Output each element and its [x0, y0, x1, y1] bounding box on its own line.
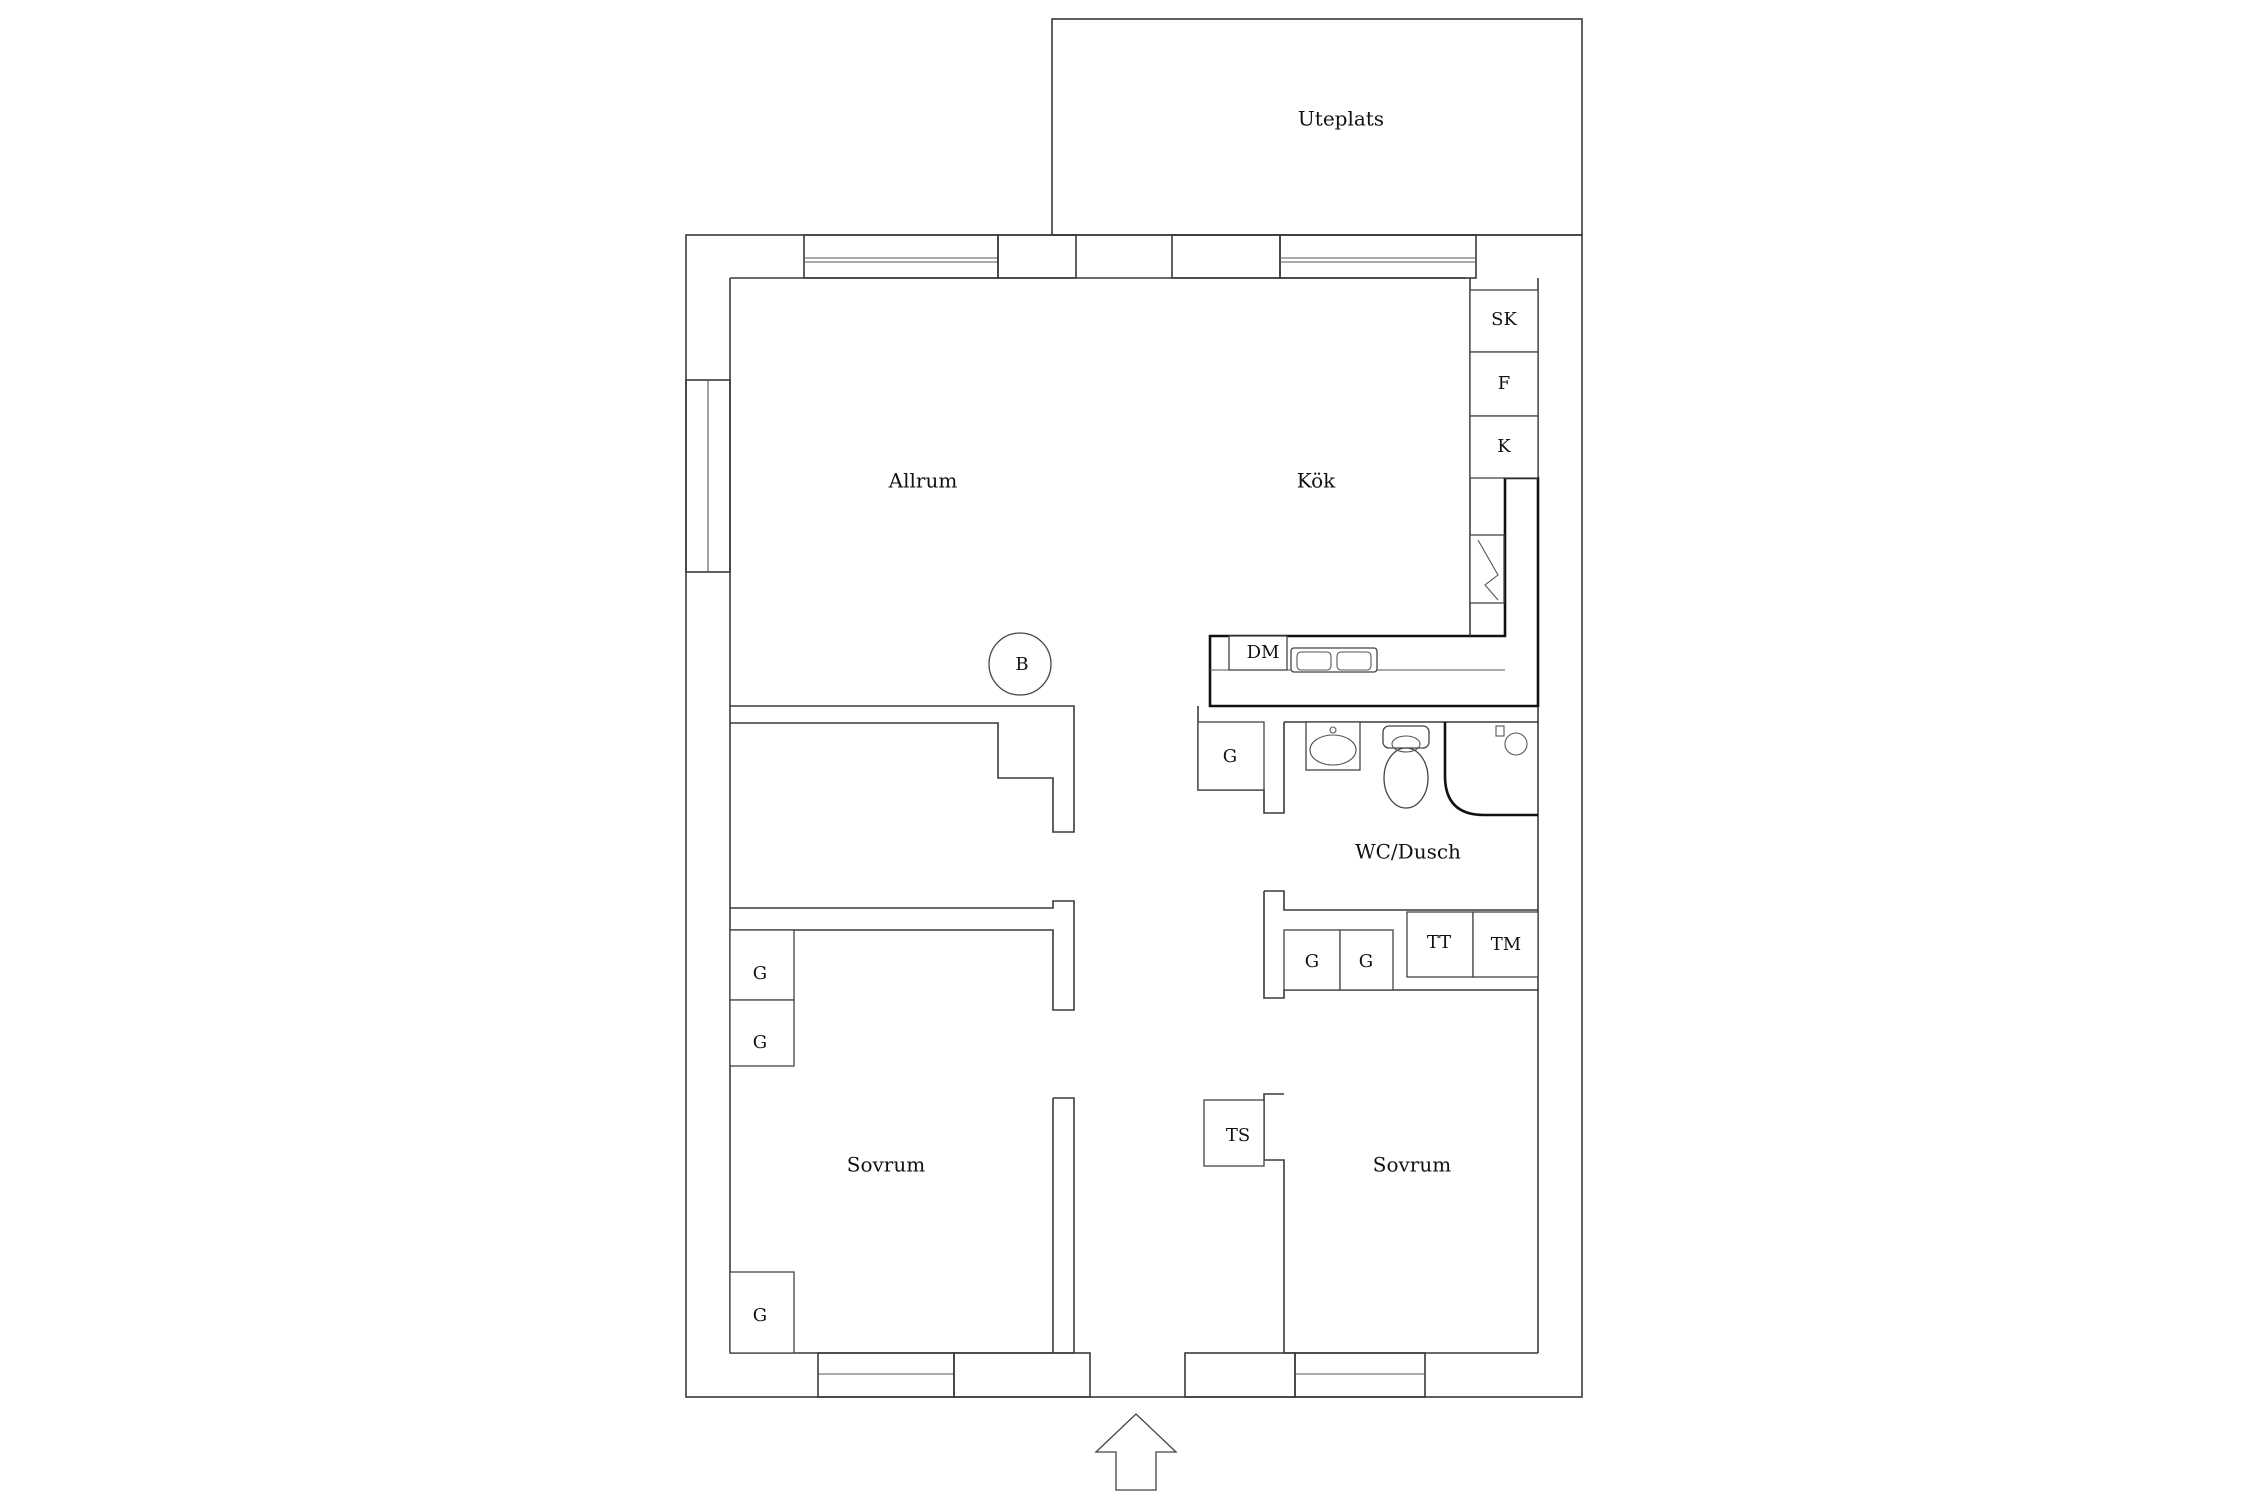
hall-wardrobe — [1197, 721, 1265, 791]
window-bottom-left — [817, 1352, 955, 1398]
window-top-left — [803, 234, 999, 279]
closet-bottom-wall — [730, 900, 1075, 1011]
label-dm: DM — [1247, 642, 1280, 663]
toilet-icon — [1382, 725, 1430, 809]
label-g-hall: G — [1223, 746, 1237, 767]
wall-pier-bottom-2 — [1184, 1352, 1296, 1398]
entrance-arrow-icon — [1094, 1413, 1178, 1491]
label-sk: SK — [1491, 309, 1517, 330]
sink-icon — [1305, 721, 1361, 771]
bed-left-wardrobe-1 — [729, 929, 795, 1001]
room-label-allrum: Allrum — [888, 469, 958, 493]
bed-right-ts — [1203, 1099, 1265, 1167]
room-label-kok: Kök — [1297, 469, 1336, 493]
tumble-dryer — [1406, 911, 1474, 978]
cabinet-k — [1469, 415, 1539, 479]
cabinet-sk — [1469, 289, 1539, 353]
room-label-wc-dusch: WC/Dusch — [1355, 840, 1461, 864]
cabinet-f — [1469, 351, 1539, 417]
window-bottom-right — [1294, 1352, 1426, 1398]
label-f: F — [1498, 373, 1511, 394]
window-top-right — [1279, 234, 1477, 279]
stove-icon — [1469, 534, 1505, 604]
room-label-uteplats: Uteplats — [1298, 107, 1384, 131]
dishwasher — [1228, 635, 1288, 671]
bed-left-wardrobe-2 — [729, 999, 795, 1067]
double-sink-icon — [1290, 647, 1378, 673]
room-label-sovrum-right: Sovrum — [1373, 1153, 1451, 1177]
outer-wall — [685, 234, 1583, 1398]
laundry-g2 — [1339, 929, 1394, 991]
label-g-bed-left-1: G — [753, 963, 767, 984]
washing-machine — [1472, 911, 1539, 978]
hall-wall-right-lower — [1263, 1093, 1285, 1353]
label-tt: TT — [1427, 932, 1451, 953]
room-label-sovrum-left: Sovrum — [847, 1153, 925, 1177]
column-b — [988, 632, 1052, 696]
label-g-laundry-2: G — [1359, 951, 1373, 972]
label-b: B — [1015, 654, 1028, 675]
wall-pier-top-2 — [1171, 234, 1281, 279]
bed-left-wardrobe-3 — [729, 1271, 795, 1354]
wall-pier-bottom-1 — [953, 1352, 1091, 1398]
label-g-laundry-1: G — [1305, 951, 1319, 972]
label-k: K — [1497, 436, 1511, 457]
label-g-bed-left-2: G — [753, 1032, 767, 1053]
label-tm: TM — [1491, 934, 1521, 955]
hall-wall-right-mid — [1264, 890, 1538, 911]
label-ts: TS — [1226, 1125, 1250, 1146]
label-g-bed-left-3: G — [753, 1305, 767, 1326]
hall-wall-left-lower — [1052, 1097, 1075, 1354]
shower-icon — [1443, 722, 1538, 817]
laundry-g1 — [1283, 929, 1341, 991]
window-left — [685, 379, 731, 573]
wall-pier-top-1 — [997, 234, 1077, 279]
allrum-bottom-wall — [730, 705, 1075, 833]
